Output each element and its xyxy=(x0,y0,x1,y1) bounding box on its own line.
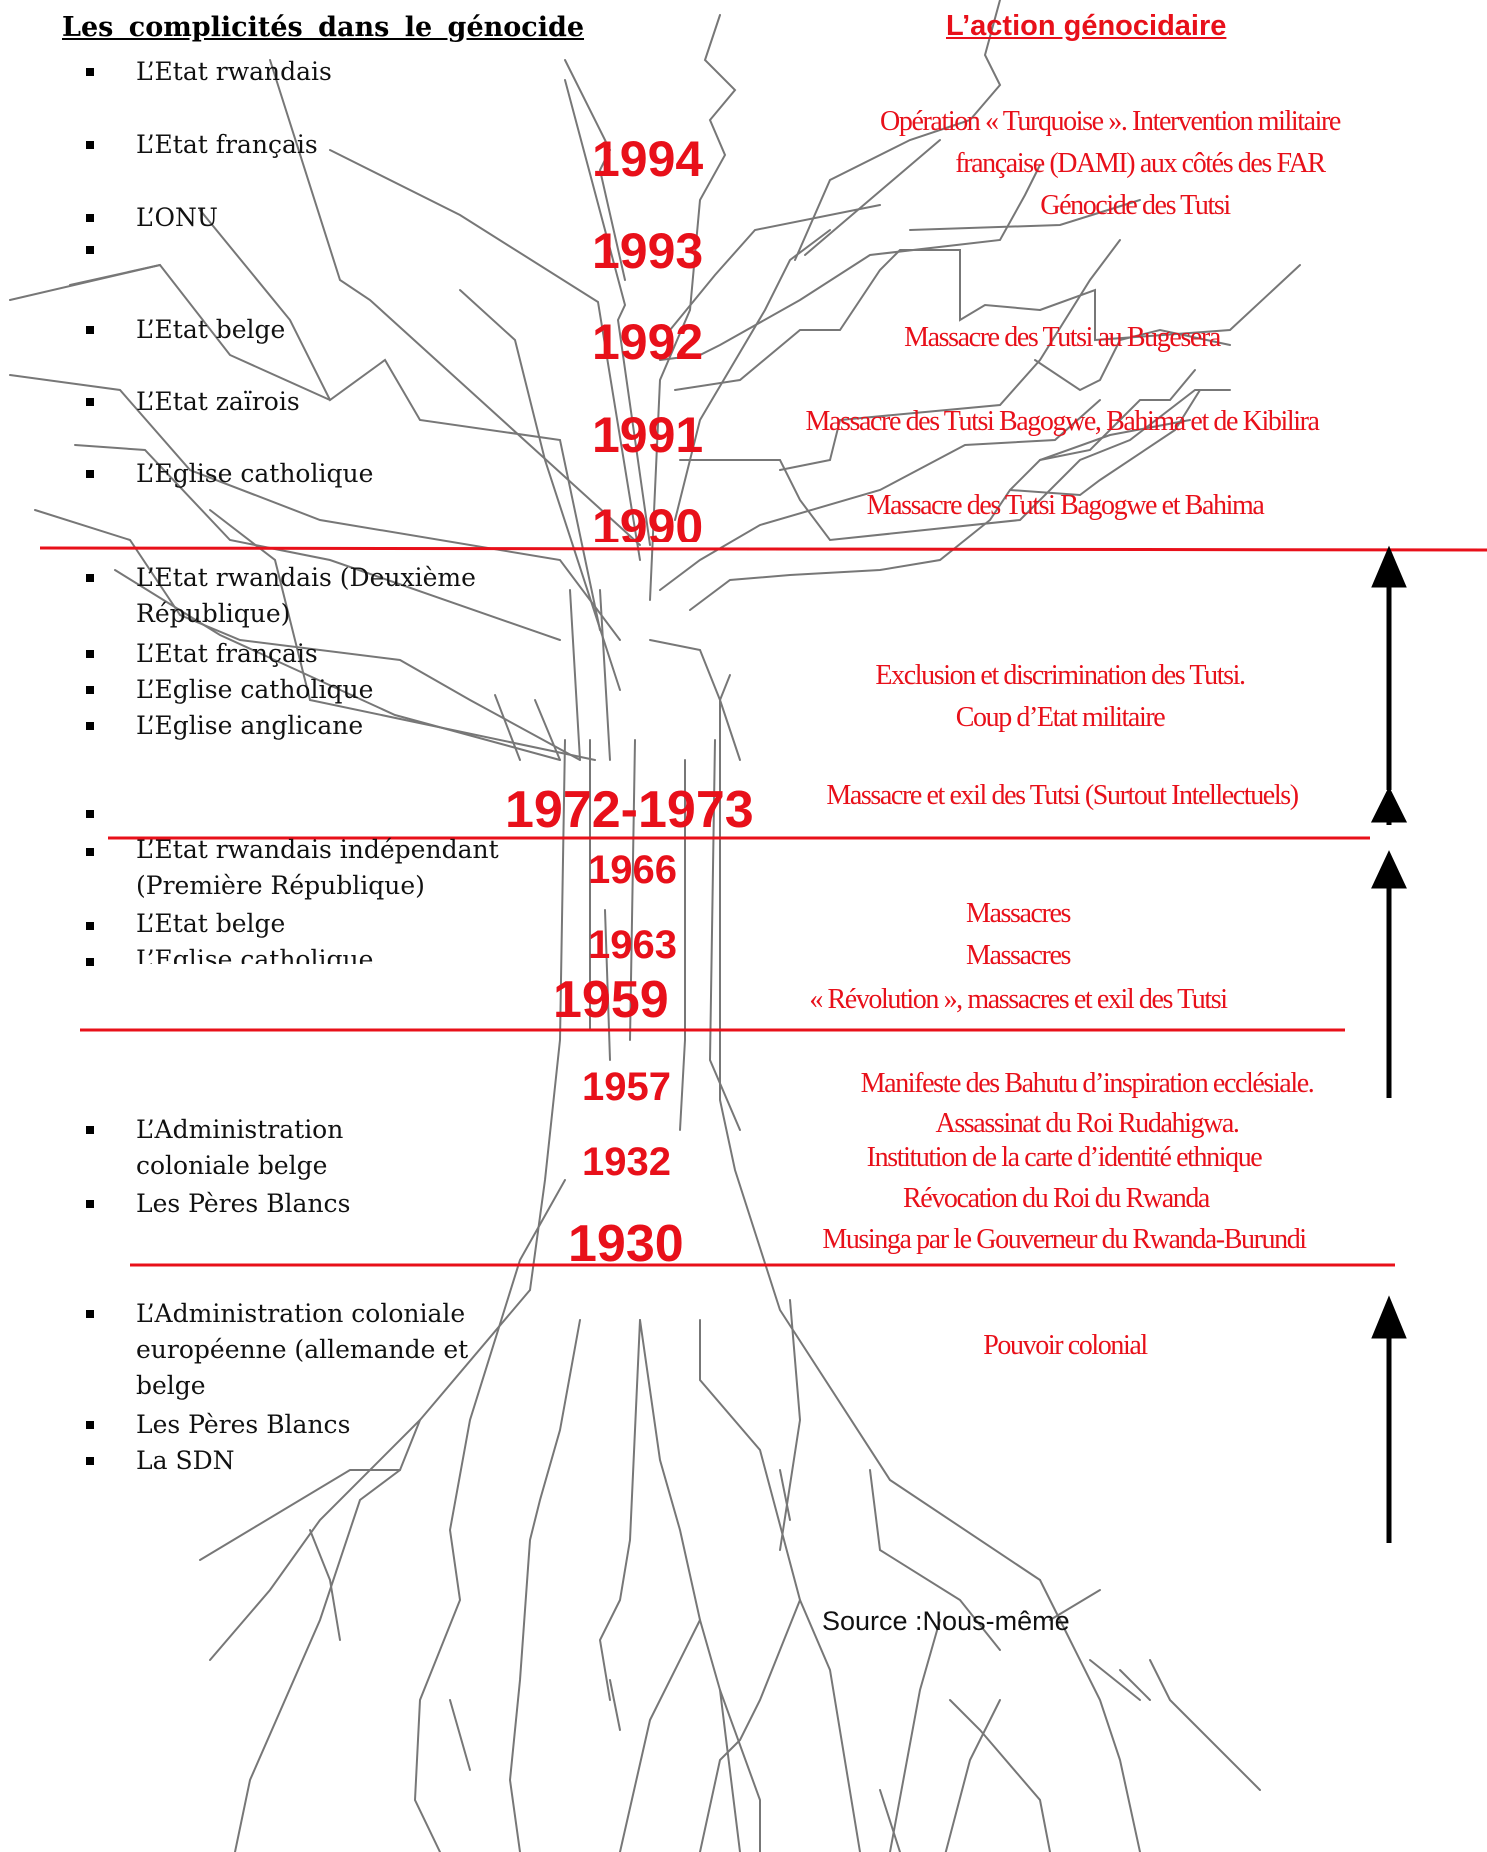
event-massacres-1966: Massacres xyxy=(965,898,1071,929)
year-1994: 1994 xyxy=(592,131,704,187)
list-item: (Première République) xyxy=(136,871,425,900)
list-item: L’Eglise catholique xyxy=(136,945,374,964)
event-revocation: Révocation du Roi du Rwanda xyxy=(903,1183,1210,1214)
bullet-icon xyxy=(86,686,94,694)
bullet-icon xyxy=(86,1310,94,1318)
year-1972-1973: 1972-1973 xyxy=(505,781,754,839)
time-arrows xyxy=(1370,545,1408,1543)
list-item: L’ONU xyxy=(136,203,218,232)
year-1990: 1990 xyxy=(592,499,704,542)
event-exclusion: Exclusion et discrimination des Tutsi. xyxy=(875,660,1246,691)
year-1993: 1993 xyxy=(592,223,704,279)
event-carte-identite: Institution de la carte d’identité ethni… xyxy=(866,1142,1263,1173)
bullet-icon xyxy=(86,68,94,76)
list-item: L’Eglise catholique xyxy=(136,675,374,704)
bullet-icon xyxy=(86,470,94,478)
year-1992: 1992 xyxy=(592,314,704,370)
list-item: République) xyxy=(136,599,291,628)
source-note: Source :Nous-même xyxy=(822,1606,1070,1636)
arrow-2-head xyxy=(1370,786,1408,823)
list-item: L’Eglise catholique xyxy=(136,459,374,488)
year-1930: 1930 xyxy=(568,1215,684,1273)
bullet-icon xyxy=(86,810,94,818)
arrow-3-head xyxy=(1371,850,1407,889)
list-item: L’Etat belge xyxy=(136,315,286,344)
list-item: La SDN xyxy=(136,1446,235,1475)
divider-1990 xyxy=(39,546,1487,552)
event-coup: Coup d’Etat militaire xyxy=(955,702,1166,733)
bullet-icon xyxy=(86,1457,94,1465)
list-item: L’Etat belge xyxy=(136,909,286,938)
right-header: L’action génocidaire xyxy=(946,10,1227,42)
event-dami: française (DAMI) aux côtés des FAR xyxy=(955,148,1326,179)
list-item: L’Etat zaïrois xyxy=(136,387,300,416)
bullet-icon xyxy=(86,574,94,582)
list-item: coloniale belge xyxy=(136,1151,328,1180)
event-bagogwe-kibilira: Massacre des Tutsi Bagogwe, Bahima et de… xyxy=(805,406,1319,437)
bullet-icon xyxy=(86,722,94,730)
bullet-icon xyxy=(86,246,94,254)
list-item: L’Etat rwandais indépendant xyxy=(136,835,499,864)
bullet-icon xyxy=(86,398,94,406)
bullet-icon xyxy=(86,326,94,334)
event-bagogwe-bahima: Massacre des Tutsi Bagogwe et Bahima xyxy=(866,490,1265,521)
event-revolution-1959: « Révolution », massacres et exil des Tu… xyxy=(809,984,1228,1015)
bullet-icon xyxy=(86,958,94,966)
year-1963: 1963 xyxy=(588,923,677,967)
tree-branches xyxy=(9,0,1301,1852)
event-assassinat: Assassinat du Roi Rudahigwa. xyxy=(935,1108,1239,1139)
list-item: européenne (allemande et xyxy=(136,1335,469,1364)
year-1959: 1959 xyxy=(553,971,669,1029)
bullet-icon xyxy=(86,922,94,930)
list-item: L’Eglise anglicane xyxy=(136,711,364,740)
list-item: L’Etat rwandais (Deuxième xyxy=(136,563,476,592)
period-dividers xyxy=(39,546,1487,1267)
year-1966: 1966 xyxy=(588,848,677,892)
year-1991: 1991 xyxy=(592,407,704,463)
event-manifeste: Manifeste des Bahutu d’inspiration ecclé… xyxy=(860,1068,1315,1099)
bullet-icon xyxy=(86,1421,94,1429)
list-item: L’Etat français xyxy=(136,130,318,159)
arrow-1-head xyxy=(1371,545,1407,588)
list-item: L’Etat français xyxy=(136,639,318,668)
event-massacre-exil-1973: Massacre et exil des Tutsi (Surtout Inte… xyxy=(826,780,1299,811)
year-1957: 1957 xyxy=(582,1065,671,1109)
list-item: L’Administration xyxy=(136,1115,344,1144)
bullet-icon xyxy=(86,141,94,149)
list-item: L’Etat rwandais xyxy=(136,57,332,86)
event-genocide-tutsi: Génocide des Tutsi xyxy=(1040,190,1231,221)
list-item: Les Pères Blancs xyxy=(136,1189,351,1218)
list-item: belge xyxy=(136,1371,206,1400)
bullet-icon xyxy=(86,1126,94,1134)
event-operation-turquoise: Opération « Turquoise ». Intervention mi… xyxy=(880,106,1341,137)
arrow-4-head xyxy=(1371,1295,1407,1339)
event-massacres-1963: Massacres xyxy=(965,940,1071,971)
event-pouvoir-colonial: Pouvoir colonial xyxy=(983,1330,1148,1361)
left-header: Les complicités dans le génocide xyxy=(62,12,585,43)
event-musinga: Musinga par le Gouverneur du Rwanda-Buru… xyxy=(822,1224,1307,1255)
list-item: L’Administration coloniale xyxy=(136,1299,466,1328)
bullet-icon xyxy=(86,214,94,222)
bullet-icon xyxy=(86,650,94,658)
bullet-icon xyxy=(86,1200,94,1208)
list-item: Les Pères Blancs xyxy=(136,1410,351,1439)
event-bugesera: Massacre des Tutsi au Bugesera xyxy=(904,322,1221,353)
bullet-icon xyxy=(86,848,94,856)
year-1932: 1932 xyxy=(582,1140,671,1184)
